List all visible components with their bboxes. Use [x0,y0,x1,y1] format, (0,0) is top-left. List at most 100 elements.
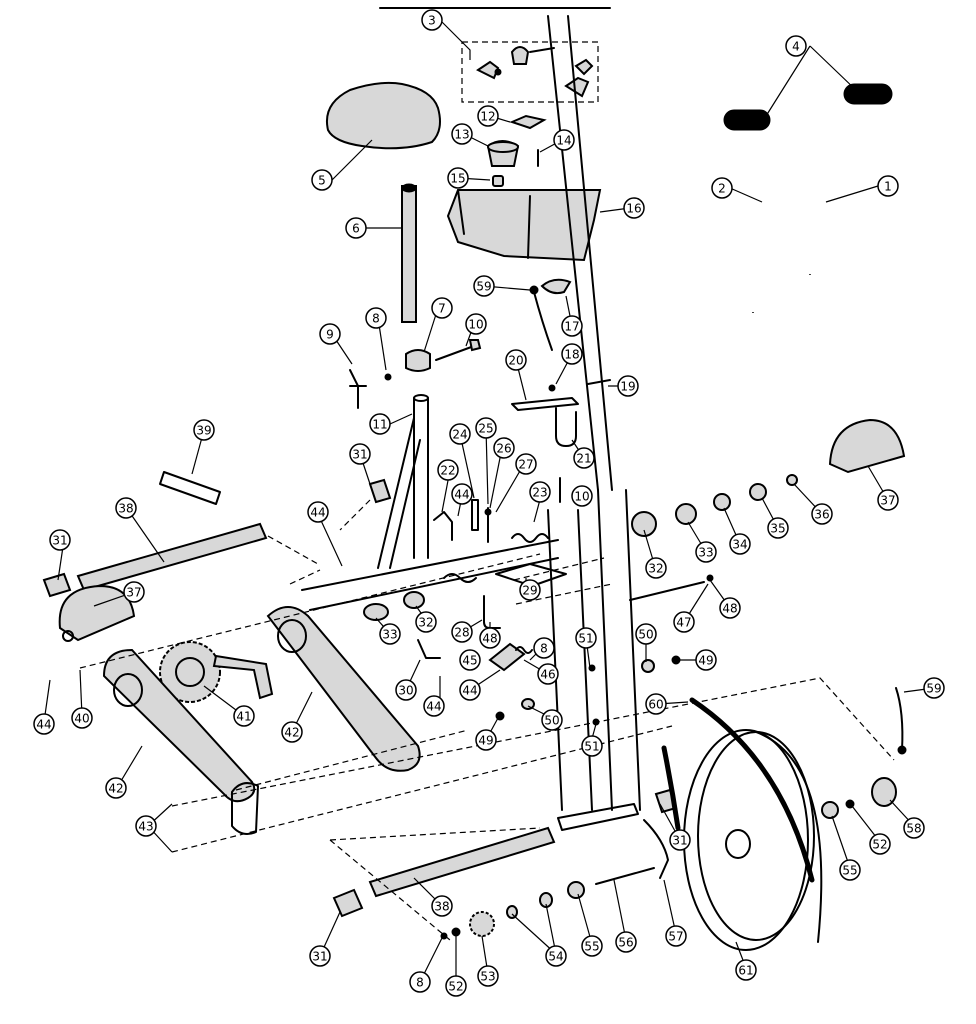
callout-circle [839,859,861,881]
callout-label: 52 [872,838,887,852]
callout-21: 21 [573,447,595,469]
part-3-knob-assembly [476,46,594,98]
callout-7: 7 [431,297,453,319]
callout-circle [695,649,717,671]
part-3-group-box [461,41,599,103]
callout-label: 61 [738,964,753,978]
part-30-bracket [417,639,441,659]
callout-label: 38 [434,900,449,914]
callout-label: 50 [638,628,653,642]
callout-label: 15 [450,172,465,186]
callout-label: 25 [478,422,493,436]
callout-label: 28 [454,626,469,640]
callout-37: 37 [877,489,899,511]
callout-circle [49,529,71,551]
callout-57: 57 [665,925,687,947]
callout-48: 48 [479,627,501,649]
callout-circle [669,829,691,851]
callout-27: 27 [515,453,537,475]
callout-40: 40 [71,707,93,729]
callout-44: 44 [459,679,481,701]
callout-label: 44 [310,506,325,520]
callout-circle [811,503,833,525]
callout-label: 38 [118,502,133,516]
callout-label: 44 [462,684,477,698]
callout-5: 5 [311,169,333,191]
callout-circle [767,517,789,539]
callout-circle [581,935,603,957]
part-29-brake-plate [495,563,567,587]
callout-circle [193,419,215,441]
part-9-adjustment-knob [349,369,367,409]
callout-3: 3 [421,9,443,31]
callout-label: 3 [428,14,436,28]
pedal-crank-arm [212,654,274,700]
callout-circle [451,621,473,643]
callout-23: 23 [529,481,551,503]
part-52-nut-lower [451,927,461,937]
callout-circle [635,623,657,645]
callout-circle [451,123,473,145]
callout-label: 49 [478,734,493,748]
callout-20: 20 [505,349,527,371]
alignment-lines [79,499,895,941]
part-56-axle [595,867,655,885]
callout-42: 42 [281,721,303,743]
callout-circle [869,833,891,855]
callout-circle [729,533,751,555]
callout-44: 44 [451,483,473,505]
callout-circle [541,709,563,731]
callout-13: 13 [451,123,473,145]
part-33-bearing-left [363,603,389,621]
part-24-25-26-spring-stack [471,499,492,543]
callout-label: 2 [718,182,726,196]
callout-label: 11 [372,418,387,432]
callout-circle [33,713,55,735]
callout-circle [105,777,127,799]
part-17-tension-knob [540,278,572,295]
callout-10: 10 [571,485,593,507]
callout-circle [581,735,603,757]
callout-label: 42 [284,726,299,740]
part-10-bolt [435,339,482,361]
crank-spring [443,573,477,583]
callout-9: 9 [319,323,341,345]
part-39-link-plate [159,471,221,505]
callout-label: 26 [496,442,511,456]
callout-42: 42 [105,777,127,799]
callout-circle [311,169,333,191]
callout-17: 17 [561,315,583,337]
callout-circle [561,315,583,337]
callout-label: 41 [236,710,251,724]
part-32-bearing-cup-left [403,591,425,609]
callout-circle [115,497,137,519]
callout-44: 44 [307,501,329,523]
callout-label: 56 [618,936,633,950]
part-11-seat-tube [377,394,429,569]
callout-label: 21 [576,452,591,466]
part-60-drive-belt [661,697,815,883]
callout-30: 30 [395,679,417,701]
callout-circle [479,627,501,649]
part-18-nut [548,384,556,392]
callout-circle [493,437,515,459]
part-59-tension-cable-lower [895,687,907,755]
part-57-drive-belt-segment [643,819,669,879]
part-42-chain-guard-outer [102,648,256,803]
callout-label: 40 [74,712,89,726]
callout-12: 12 [477,105,499,127]
callout-circle [615,931,637,953]
callout-55: 55 [839,859,861,881]
callout-49: 49 [695,649,717,671]
part-8-washer-lower [440,932,448,940]
callout-4: 4 [785,35,807,57]
part-22-bracket [433,511,453,541]
callout-label: 19 [620,380,635,394]
callout-24: 24 [449,423,471,445]
callout-label: 24 [452,428,467,442]
callout-label: 23 [532,486,547,500]
callout-circle [431,297,453,319]
callout-label: 59 [476,280,491,294]
callout-36: 36 [811,503,833,525]
callout-label: 4 [792,40,800,54]
